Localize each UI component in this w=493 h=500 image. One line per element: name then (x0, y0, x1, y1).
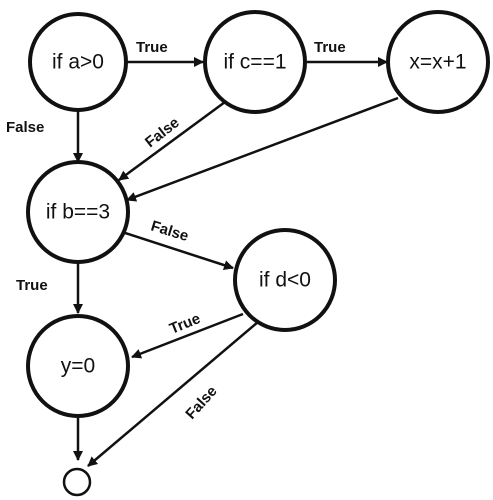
edge-label-b-y: True (16, 277, 48, 294)
node-if-a-label: if a>0 (52, 51, 104, 74)
edge-label-d-end: False (182, 383, 220, 423)
node-if-c-circle (203, 10, 307, 114)
node-if-a-circle (28, 12, 128, 112)
edge-label-a-b: False (6, 119, 44, 136)
node-x-increment-circle (386, 10, 490, 114)
node-y-assign: y=0 (26, 314, 130, 418)
node-y-assign-circle (26, 314, 130, 418)
node-x-increment-label: x=x+1 (409, 51, 466, 74)
edge-label-c-x: True (314, 39, 346, 56)
node-if-b-circle (26, 160, 130, 264)
node-if-c-label: if c==1 (223, 51, 286, 74)
edge-x-b (126, 96, 399, 202)
edge-c-b (118, 100, 226, 182)
node-y-assign-label: y=0 (61, 355, 95, 378)
node-if-a: if a>0 (28, 12, 128, 112)
node-if-d-circle (233, 228, 337, 332)
edge-b-d (121, 230, 234, 270)
edge-label-b-d: False (149, 218, 191, 245)
edge-label-c-b: False (142, 114, 183, 151)
edge-label-a-c: True (136, 39, 168, 56)
node-if-c: if c==1 (203, 10, 307, 114)
edge-d-y (131, 312, 244, 359)
edge-label-d-y: True (167, 310, 203, 338)
edge-d-end (87, 321, 259, 467)
node-x-increment: x=x+1 (386, 10, 490, 114)
node-if-d: if d<0 (233, 228, 337, 332)
node-if-b: if b==3 (26, 160, 130, 264)
node-if-b-label: if b==3 (46, 201, 110, 224)
end-node (62, 467, 92, 497)
node-if-d-label: if d<0 (259, 269, 311, 292)
